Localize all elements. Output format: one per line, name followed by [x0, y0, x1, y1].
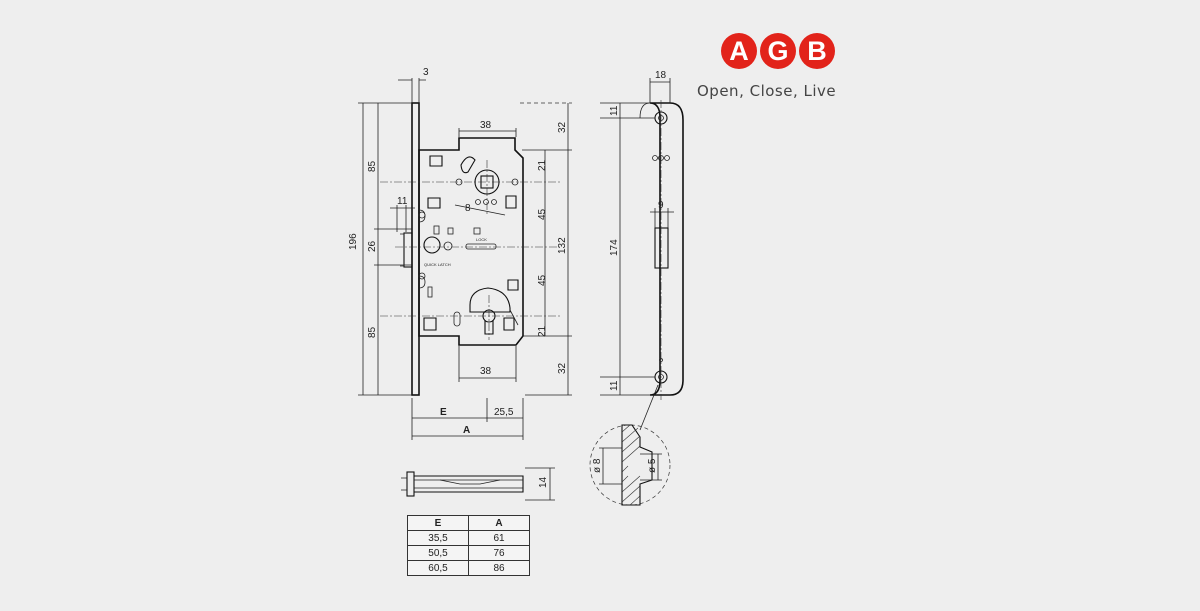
dim-E: E	[440, 407, 447, 418]
dimension-labels: 3 196 85 26 85 11 38 38 32 21 45 132 45 …	[348, 67, 667, 488]
dim-38-top: 38	[480, 120, 492, 131]
side-dimensions	[600, 78, 674, 431]
table-row: 35,5 61	[407, 530, 530, 546]
table-cell: 35,5	[407, 530, 469, 546]
table-cell: 61	[468, 530, 530, 546]
screw-brackets	[423, 155, 519, 331]
dim-32-bottom: 32	[557, 362, 568, 374]
dim-3: 3	[423, 67, 429, 78]
table-cell: 50,5	[407, 545, 469, 561]
table-cell: 60,5	[407, 560, 469, 576]
faceplate	[411, 102, 420, 396]
logo-letter-a: A	[721, 33, 757, 69]
table-row: 60,5 86	[407, 560, 530, 576]
table-row: 50,5 76	[407, 545, 530, 561]
dim-196: 196	[348, 233, 359, 250]
dim-8: 8	[465, 203, 471, 214]
screw-detail	[589, 424, 671, 506]
dim-21-bottom: 21	[537, 325, 548, 337]
table-header-row: E A	[407, 515, 530, 531]
table-cell: 76	[468, 545, 530, 561]
dim-45-top: 45	[537, 208, 548, 220]
agb-logo: A G B	[721, 33, 867, 69]
front-dimensions	[358, 78, 572, 440]
label-quick-latch: QUICK LATCH	[424, 262, 451, 267]
table-header-a: A	[468, 515, 530, 531]
latch-opening	[654, 227, 669, 269]
side-view	[639, 100, 684, 400]
dim-18: 18	[655, 70, 667, 81]
dim-45-bottom: 45	[537, 274, 548, 286]
dim-d8: ø 8	[592, 458, 603, 473]
size-table: E A 35,5 61 50,5 76 60,5 86	[407, 515, 530, 576]
dim-21-top: 21	[537, 159, 548, 171]
dim-26: 26	[367, 240, 378, 252]
brand-block: A G B Open, Close, Live	[697, 33, 867, 100]
logo-letter-g: G	[760, 33, 796, 69]
bottom-dimensions	[525, 467, 555, 501]
dim-11-side-top: 11	[609, 105, 620, 116]
latch-bolt	[403, 232, 413, 268]
latch-mechanism	[423, 236, 441, 254]
dim-132: 132	[557, 237, 568, 254]
logo-letter-b: B	[799, 33, 835, 69]
dim-85-top: 85	[367, 160, 378, 172]
dim-A: A	[463, 425, 470, 436]
dim-11-side-bottom: 11	[609, 380, 620, 391]
dim-d5: ø 5	[647, 458, 658, 473]
front-view	[380, 102, 560, 396]
bottom-view	[401, 471, 524, 497]
dim-9: 9	[658, 200, 664, 211]
dim-14: 14	[538, 476, 549, 488]
brand-tagline: Open, Close, Live	[697, 82, 837, 100]
dim-11: 11	[397, 196, 408, 207]
table-header-e: E	[407, 515, 469, 531]
dim-25-5: 25,5	[494, 407, 514, 418]
cylinder-cutout	[469, 287, 511, 313]
label-lock: LOCK	[476, 237, 487, 242]
lock-body	[418, 137, 524, 346]
dim-174: 174	[609, 239, 620, 256]
dim-38-bottom: 38	[480, 366, 492, 377]
dim-32-top: 32	[557, 121, 568, 133]
table-cell: 86	[468, 560, 530, 576]
bottom-faceplate	[406, 471, 415, 497]
dim-85-bottom: 85	[367, 326, 378, 338]
